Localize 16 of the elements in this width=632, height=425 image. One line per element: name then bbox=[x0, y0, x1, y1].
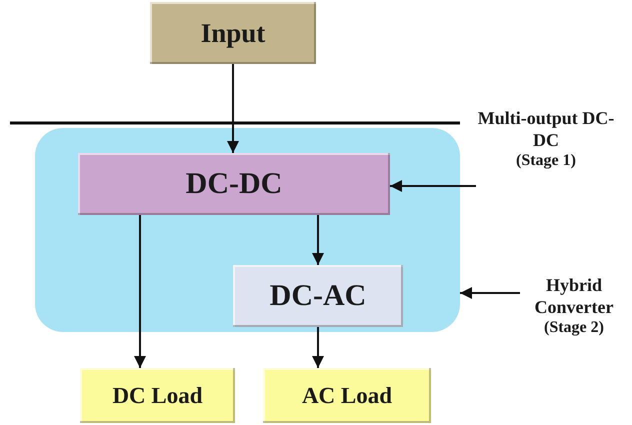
stage-label: (Stage 2) bbox=[544, 318, 604, 338]
arrow bbox=[227, 64, 239, 153]
block-box: DC Load bbox=[80, 368, 235, 423]
arrow bbox=[134, 215, 146, 368]
arrow bbox=[460, 287, 520, 299]
annotation-text: Hybrid Converter bbox=[534, 275, 614, 318]
stage-label: (Stage 1) bbox=[516, 151, 576, 172]
block-box: DC-DC bbox=[78, 153, 390, 215]
block-box: DC-AC bbox=[233, 265, 403, 327]
arrow bbox=[312, 215, 324, 265]
block-box: Input bbox=[150, 2, 316, 64]
annotation-text: Multi-output DC-DC bbox=[476, 108, 616, 152]
converter-region bbox=[35, 128, 460, 332]
arrow bbox=[390, 180, 476, 192]
block-box: AC Load bbox=[263, 368, 431, 423]
arrow bbox=[312, 327, 324, 368]
